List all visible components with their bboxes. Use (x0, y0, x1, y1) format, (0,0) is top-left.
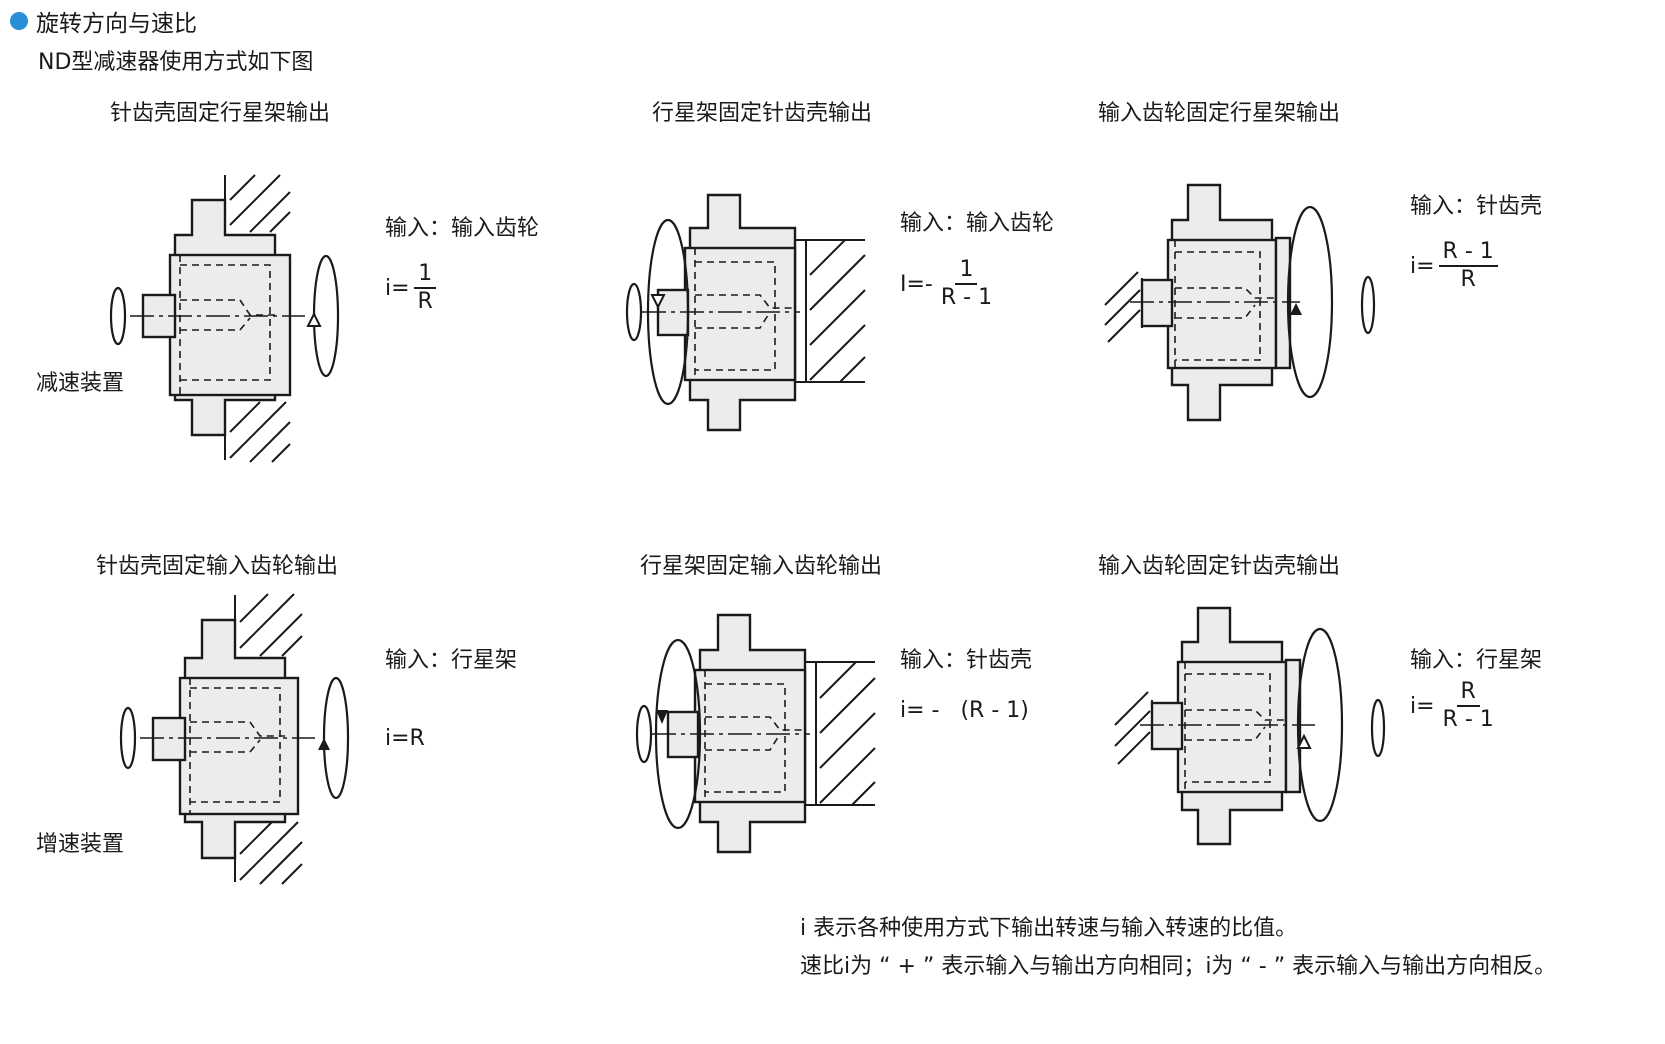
carrier (693, 668, 807, 804)
ratio-prefix: i= (1410, 253, 1435, 279)
output-rotation-arrow (1296, 627, 1344, 823)
shaft-hatch-left (1104, 271, 1143, 343)
section-heading-text: 旋转方向与速比 (36, 11, 197, 37)
ratio-prefix: I=- (900, 271, 933, 297)
section-heading: 旋转方向与速比 (10, 4, 197, 38)
config-3-ratio: i= R - 1 R (1410, 239, 1498, 293)
ratio-fraction: 1 R (414, 261, 437, 315)
input-rotation-arrow (1286, 205, 1334, 399)
footnote-ratio-definition: i 表示各种使用方式下输出转速与输入转速的比值。 (800, 916, 1298, 941)
internal-hidden-lines (179, 255, 275, 395)
ratio-denominator: R - 1 (940, 285, 993, 311)
carrier (1176, 660, 1288, 794)
output-rotation-arrow (312, 254, 340, 378)
config-1-diagram (109, 174, 340, 463)
config-6-title: 输入齿轮固定针齿壳输出 (1098, 554, 1341, 579)
config-1-ratio: i= 1 R (385, 261, 437, 315)
input-shaft (1140, 278, 1174, 328)
housing-hatch-right (795, 239, 866, 383)
internal-hidden-lines (694, 248, 795, 380)
config-1-input-label: 输入：输入齿轮 (385, 216, 540, 241)
config-2-diagram (625, 193, 866, 432)
internal-hidden-lines (704, 670, 805, 802)
ratio-denominator: R - 1 (1442, 707, 1494, 733)
config-5-ratio: i= - (R - 1) (900, 698, 1029, 723)
housing-hatch-bottom (224, 400, 291, 463)
config-4-input-label: 输入：行星架 (385, 648, 518, 673)
internal-hidden-lines (189, 678, 285, 814)
ratio-numerator: 1 (414, 261, 437, 290)
config-4-ratio: i=R (385, 726, 425, 751)
pin-housing-ring (1274, 236, 1292, 370)
config-5-input-label: 输入：针齿壳 (900, 648, 1033, 673)
output-rotation-arrow (119, 706, 137, 770)
input-arrow-head (318, 738, 330, 750)
config-1-side-tag: 减速装置 (36, 371, 125, 396)
config-5-title: 行星架固定输入齿轮输出 (640, 554, 883, 579)
housing-hatch-right (805, 661, 876, 806)
ratio-denominator: R (417, 289, 433, 315)
config-3-title: 输入齿轮固定行星架输出 (1098, 101, 1341, 126)
output-rotation-arrow (635, 704, 653, 764)
ratio-denominator: R (1460, 267, 1476, 293)
config-2-ratio: I=- 1 R - 1 (900, 257, 996, 311)
input-rotation-arrow (109, 286, 127, 346)
carrier (683, 246, 797, 382)
output-shaft (1150, 701, 1184, 751)
housing-hatch-bottom (234, 821, 303, 885)
ratio-numerator: 1 (955, 257, 978, 286)
config-3-input-label: 输入：针齿壳 (1410, 194, 1543, 219)
config-6-input-label: 输入：行星架 (1410, 648, 1543, 673)
housing-hatch-top (234, 593, 303, 658)
ratio-prefix: i= (385, 275, 410, 301)
bullet-dot (10, 12, 28, 30)
pin-housing-ring (1284, 658, 1302, 794)
housing-hatch-top (224, 174, 291, 235)
pin-housing (168, 253, 292, 397)
output-shaft (151, 716, 187, 762)
output-arrow-head (1296, 733, 1312, 749)
input-rotation-arrow (1370, 698, 1386, 758)
config-2-title: 行星架固定针齿壳输出 (652, 101, 873, 126)
intro-text: ND型减速器使用方式如下图 (38, 50, 314, 75)
config-3-diagram (1104, 183, 1376, 422)
input-rotation-arrow (625, 282, 643, 342)
config-4-title: 针齿壳固定输入齿轮输出 (96, 554, 339, 579)
ratio-numerator: R - 1 (1438, 239, 1498, 268)
internal-hidden-lines (1184, 662, 1288, 792)
internal-hidden-lines (1174, 240, 1278, 368)
config-6-diagram (1114, 606, 1386, 846)
output-arrow-head (306, 311, 322, 327)
ratio-prefix: i= (1410, 693, 1435, 719)
footnote-sign-meaning: 速比i为 “ + ” 表示输入与输出方向相同；i为 “ - ” 表示输入与输出方… (800, 954, 1557, 979)
output-rotation-arrow (646, 218, 690, 406)
output-arrow-head (650, 294, 666, 310)
config-2-input-label: 输入：输入齿轮 (900, 211, 1055, 236)
pin-housing (178, 676, 300, 816)
ratio-fraction: 1 R - 1 (937, 257, 996, 311)
ratio-numerator: R (1456, 679, 1480, 708)
config-6-ratio: i= R R - 1 (1410, 679, 1498, 733)
ratio-fraction: R - 1 R (1438, 239, 1498, 293)
config-5-diagram (635, 613, 876, 854)
input-rotation-arrow (654, 638, 702, 830)
input-arrow-head (656, 710, 668, 724)
input-rotation-arrow (322, 676, 350, 800)
output-rotation-arrow (1360, 275, 1376, 335)
config-4-side-tag: 增速装置 (36, 832, 125, 857)
ratio-fraction: R R - 1 (1439, 679, 1498, 733)
config-4-diagram (119, 593, 350, 885)
input-arrow-head (1290, 303, 1302, 315)
config-1-title: 针齿壳固定行星架输出 (110, 101, 331, 126)
shaft-hatch-left (1114, 691, 1153, 765)
